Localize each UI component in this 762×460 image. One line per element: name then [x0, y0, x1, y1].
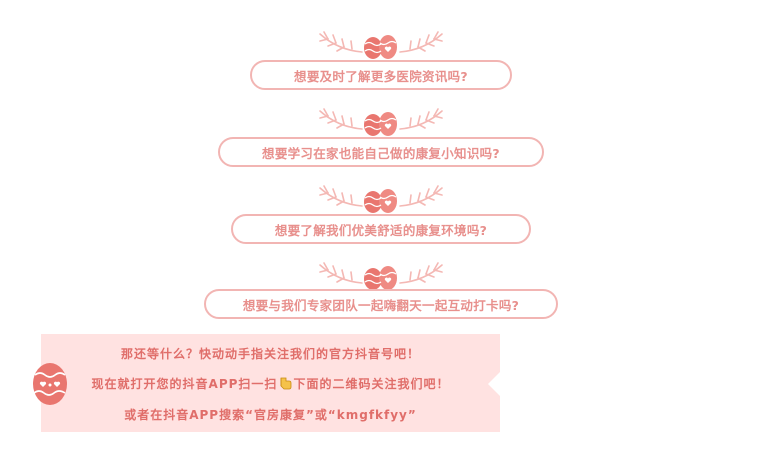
banner-line-2-end: 下面的二维码关注我们吧！ [293, 377, 450, 391]
banner-line-2: 现在就打开您的抖音APP扫一扫 下面的二维码关注我们吧！ [41, 375, 500, 392]
banner-line-2-start: 现在就打开您的抖音APP扫一扫 [91, 377, 278, 391]
question-pill: 想要了解我们优美舒适的康复环境吗? [231, 214, 531, 244]
question-pill: 想要学习在家也能自己做的康复小知识吗? [218, 137, 544, 167]
call-to-action-banner [41, 334, 500, 432]
banner-line-3: 或者在抖音APP搜索“官房康复”或“kmgfkfyy” [124, 408, 417, 422]
eggs-with-branches-icon [319, 185, 443, 213]
easter-egg-icon [33, 363, 67, 405]
question-pill: 想要及时了解更多医院资讯吗? [250, 60, 512, 90]
pointing-hand-icon [281, 377, 292, 390]
banner-line-1: 那还等什么？快动动手指关注我们的官方抖音号吧！ [120, 347, 420, 361]
eggs-with-branches-icon [319, 31, 443, 59]
question-pill: 想要与我们专家团队一起嗨翻天一起互动打卡吗? [204, 289, 558, 319]
banner-notch [488, 372, 500, 396]
eggs-with-branches-icon [319, 262, 443, 290]
eggs-with-branches-icon [319, 108, 443, 136]
